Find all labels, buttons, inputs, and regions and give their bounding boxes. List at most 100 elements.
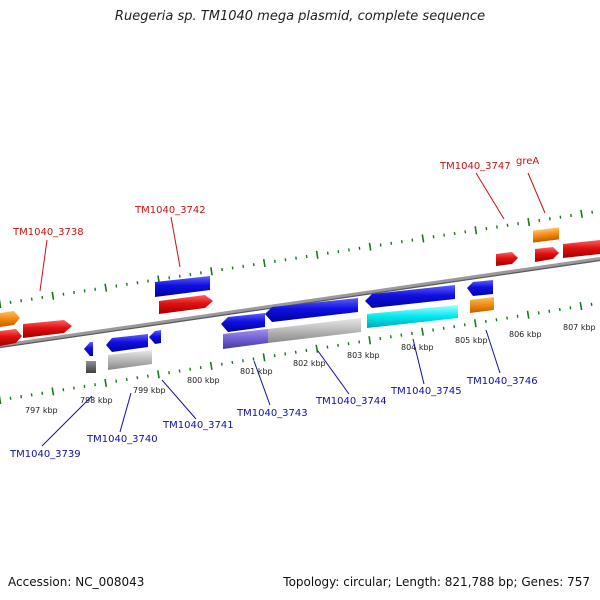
gene-label-tm1040-3745[interactable]: TM1040_3745: [390, 386, 462, 397]
top-feature-labels: TM1040_3738 TM1040_3742 TM1040_3747 greA: [12, 156, 539, 238]
major-tick: [473, 319, 477, 328]
accession-text: Accession: NC_008043: [8, 575, 145, 589]
minor-tick: [9, 396, 12, 400]
pseudo-feature[interactable]: [108, 350, 152, 370]
minor-tick: [252, 263, 255, 267]
minor-tick: [464, 230, 467, 234]
minor-tick: [358, 340, 361, 344]
major-tick: [368, 336, 372, 345]
minor-tick: [379, 243, 382, 247]
gene-label-tm1040-3743[interactable]: TM1040_3743: [236, 408, 308, 419]
minor-tick: [189, 367, 192, 371]
minor-tick: [242, 359, 244, 363]
gene-label-tm1040-3746[interactable]: TM1040_3746: [466, 376, 538, 387]
minor-tick: [273, 353, 276, 358]
gene-arrow[interactable]: [106, 334, 148, 352]
gene-arrow[interactable]: [0, 329, 22, 346]
minor-tick: [231, 360, 234, 365]
kbp-label-804: 804 kbp: [401, 343, 434, 352]
map-title: Ruegeria sp. TM1040 mega plasmid, comple…: [114, 9, 486, 24]
major-tick: [262, 353, 266, 362]
pseudo-feature[interactable]: [86, 361, 96, 373]
gene-arrow[interactable]: [496, 252, 518, 266]
minor-tick: [453, 231, 456, 236]
minor-tick: [295, 256, 297, 260]
minor-tick: [9, 300, 12, 304]
minor-tick: [496, 225, 498, 229]
minor-tick: [390, 241, 393, 245]
gene-label-tm1040-3742[interactable]: TM1040_3742: [134, 205, 206, 216]
minor-tick: [41, 391, 44, 395]
kbp-label-798: 798 kbp: [80, 396, 113, 405]
minor-tick: [62, 388, 65, 392]
gene-arrow[interactable]: [155, 276, 210, 297]
minor-tick: [30, 393, 33, 397]
top-tick-track: [0, 209, 594, 309]
pseudo-feature[interactable]: [268, 318, 361, 343]
major-tick: [580, 209, 583, 218]
major-tick: [0, 395, 2, 404]
gene-arrow[interactable]: [563, 240, 600, 258]
gene-arrow[interactable]: [221, 313, 265, 332]
gene-label-tm1040-3741[interactable]: TM1040_3741: [162, 420, 234, 431]
summary-text: Topology: circular; Length: 821,788 bp; …: [283, 575, 590, 589]
minor-tick: [178, 274, 181, 278]
minor-tick: [73, 386, 75, 390]
minor-tick: [400, 333, 403, 337]
gene-arrow[interactable]: [23, 320, 72, 338]
minor-tick: [231, 266, 234, 270]
gene-arrow[interactable]: [265, 298, 358, 322]
gene-arrow[interactable]: [467, 280, 493, 296]
kbp-label-806: 806 kbp: [509, 330, 542, 339]
major-tick: [474, 226, 478, 235]
major-tick: [210, 267, 213, 276]
gene-arrow[interactable]: [0, 311, 20, 327]
rna-feature[interactable]: [470, 297, 494, 313]
gene-label-tm1040-3739[interactable]: TM1040_3739: [9, 449, 81, 460]
major-tick: [368, 242, 372, 251]
bottom-feature-labels: TM1040_3739 TM1040_3740 TM1040_3741 TM10…: [9, 376, 538, 460]
kbp-scale: 797 kbp 798 kbp 799 kbp 800 kbp 801 kbp …: [25, 323, 596, 415]
major-tick: [421, 327, 424, 336]
major-tick: [104, 378, 108, 388]
label-leader-lines: [39, 172, 546, 447]
minor-tick: [221, 267, 223, 272]
major-tick: [527, 217, 531, 227]
kbp-label-797: 797 kbp: [25, 406, 58, 415]
gene-label-tm1040-3744[interactable]: TM1040_3744: [315, 396, 387, 407]
minor-tick: [495, 318, 498, 322]
gene-arrow[interactable]: [84, 342, 93, 356]
major-tick: [51, 387, 55, 396]
gene-label-grea[interactable]: greA: [516, 156, 539, 167]
minor-tick: [591, 210, 594, 214]
major-tick: [315, 344, 319, 353]
highlight-feature[interactable]: [367, 305, 458, 328]
misc-feature[interactable]: [223, 329, 268, 349]
kbp-label-805: 805 kbp: [455, 336, 488, 345]
minor-tick: [189, 272, 192, 277]
minor-tick: [389, 335, 392, 339]
major-tick: [0, 299, 2, 309]
minor-tick: [411, 331, 413, 336]
gene-arrow[interactable]: [149, 330, 161, 344]
minor-tick: [20, 299, 23, 303]
rna-feature[interactable]: [533, 227, 559, 243]
gene-label-tm1040-3738[interactable]: TM1040_3738: [12, 227, 84, 238]
minor-tick: [506, 316, 508, 320]
gene-arrow[interactable]: [535, 247, 559, 262]
gene-arrow[interactable]: [159, 295, 213, 314]
gene-label-tm1040-3747[interactable]: TM1040_3747: [439, 161, 511, 172]
gene-arrow[interactable]: [365, 285, 455, 308]
bottom-tick-track: [0, 301, 593, 404]
minor-tick: [590, 302, 593, 307]
minor-tick: [30, 297, 33, 301]
minor-tick: [305, 254, 308, 259]
minor-tick: [326, 345, 329, 349]
kbp-label-807: 807 kbp: [563, 323, 596, 332]
minor-tick: [62, 292, 65, 296]
minor-tick: [94, 383, 96, 387]
gene-label-tm1040-3740[interactable]: TM1040_3740: [86, 434, 158, 445]
minor-tick: [538, 218, 541, 223]
major-tick: [209, 361, 213, 370]
minor-tick: [348, 248, 350, 252]
